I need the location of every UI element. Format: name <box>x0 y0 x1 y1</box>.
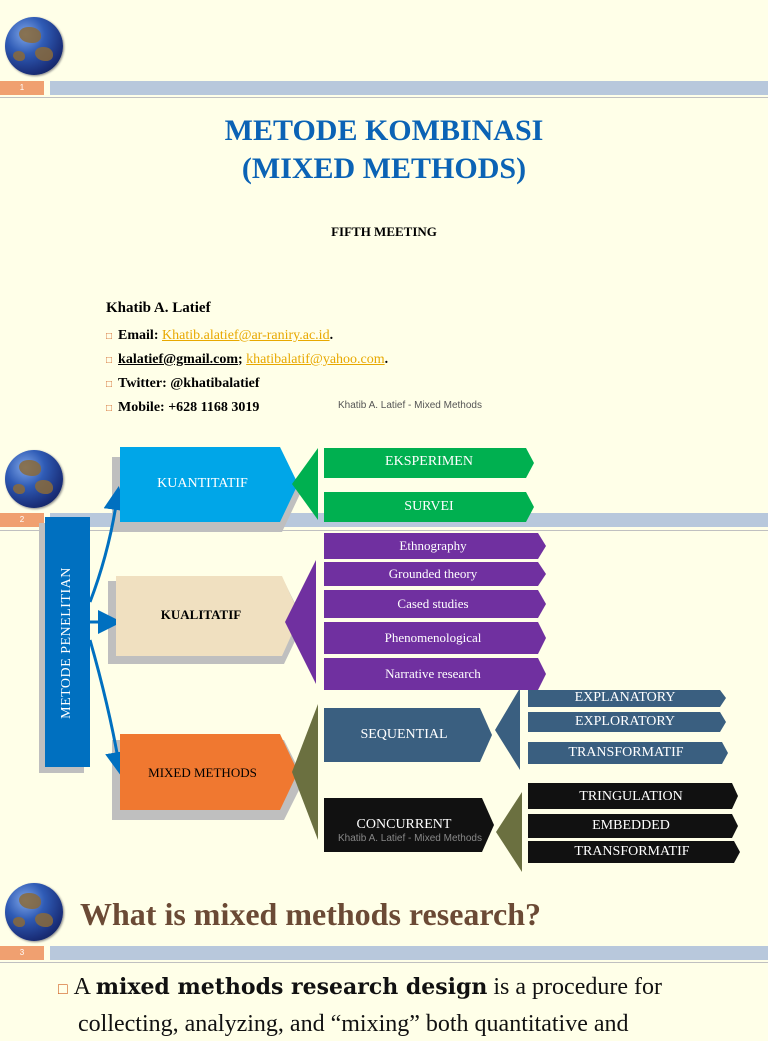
slide-number-bar: 1 <box>0 81 768 95</box>
subtitle: FIFTH MEETING <box>331 224 437 239</box>
item-eksperimen <box>324 448 534 478</box>
gmail-link[interactable]: kalatief@gmail.com <box>118 352 238 367</box>
sequential-box <box>324 708 492 762</box>
yahoo-link[interactable]: khatibalatif@yahoo.com <box>246 352 385 367</box>
slide-footer: Khatib A. Latief - Mixed Methods <box>338 400 482 411</box>
root-label: METODE PENELITIAN <box>59 567 74 719</box>
contact-email: □Email: Khatib.alatief@ar-raniry.ac.id. <box>106 328 334 343</box>
email-link[interactable]: Khatib.alatief@ar-raniry.ac.id <box>162 328 330 343</box>
author-name: Khatib A. Latief <box>106 300 211 316</box>
slide-2: 2 <box>0 440 768 880</box>
contact-twitter: □Twitter: @khatibalatief <box>106 376 260 391</box>
item-embedded: EMBEDDED <box>592 818 670 833</box>
item-explanatory: EXPLANATORY <box>574 690 676 705</box>
kualitatif-label: KUALITATIF <box>160 607 242 622</box>
slide-number: 1 <box>0 81 44 95</box>
slide-footer: Khatib A. Latief - Mixed Methods <box>338 833 482 844</box>
concurrent-label: CONCURRENT <box>356 817 452 832</box>
key-term: mixed methods research design <box>95 974 488 1000</box>
globe-icon <box>5 883 63 941</box>
item-tringulation: TRINGULATION <box>579 789 683 804</box>
contact-emails: □kalatief@gmail.com; khatibalatif@yahoo.… <box>106 352 389 367</box>
item-transformatif-seq: TRANSFORMATIF <box>568 745 684 760</box>
item-transformatif-con: TRANSFORMATIF <box>574 844 690 859</box>
definition-line-2: collecting, analyzing, and “mixing” both… <box>78 1011 629 1037</box>
root-box <box>45 517 90 767</box>
globe-icon <box>5 450 63 508</box>
kualitatif-box <box>116 576 300 656</box>
contact-list: □Email: Khatib.alatief@ar-raniry.ac.id. … <box>106 324 388 420</box>
slide-number: 3 <box>0 946 44 960</box>
mixed-label: MIXED METHODS <box>148 765 257 780</box>
item-survei <box>324 492 534 522</box>
mixed-box <box>120 734 298 810</box>
slide-number-bar: 3 <box>0 946 768 960</box>
item-ethnography: Ethnography <box>399 538 467 553</box>
mindmap-diagram <box>39 447 740 872</box>
kuantitatif-box <box>120 447 298 522</box>
globe-icon <box>5 17 63 75</box>
item-eksperimen-label: EKSPERIMEN <box>385 454 473 469</box>
title-line-2: (MIXED METHODS) <box>241 152 527 185</box>
definition-paragraph: □A mixed methods research design is a pr… <box>58 970 758 1041</box>
item-cased-studies: Cased studies <box>397 596 469 611</box>
contact-mobile: □Mobile: +628 1168 3019 <box>106 400 260 415</box>
slide-3: 3 <box>0 880 768 1024</box>
concurrent-box <box>324 798 494 852</box>
slide-1: 1 METODE KOMBINASI (MIXED METHODS) FIFTH… <box>0 0 768 440</box>
kuantitatif-label: KUANTITATIF <box>157 476 248 491</box>
sequential-label: SEQUENTIAL <box>360 727 448 742</box>
item-exploratory: EXPLORATORY <box>574 714 676 729</box>
item-phenomenological: Phenomenological <box>384 630 482 645</box>
item-grounded-theory: Grounded theory <box>388 566 478 581</box>
item-narrative-research: Narrative research <box>385 666 481 681</box>
item-survei-label: SURVEI <box>404 499 454 514</box>
slide-title: METODE KOMBINASI (MIXED METHODS) <box>0 112 768 188</box>
slide-number: 2 <box>0 513 44 527</box>
title-line-1: METODE KOMBINASI <box>224 114 544 147</box>
slide-question: What is mixed methods research? <box>80 896 542 932</box>
